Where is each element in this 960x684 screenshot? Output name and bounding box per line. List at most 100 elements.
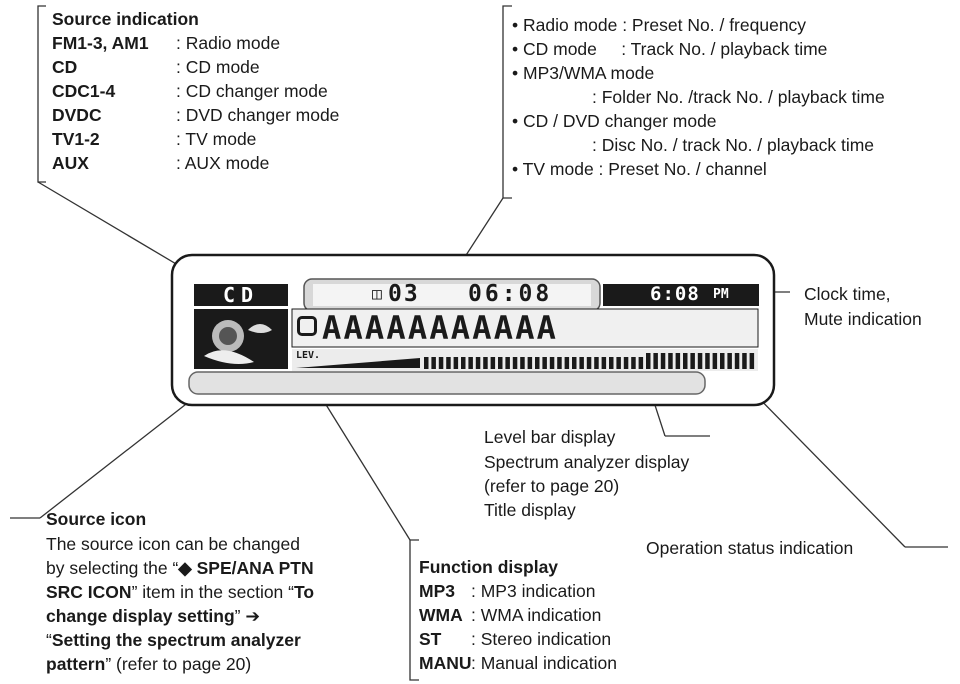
level-bars	[296, 353, 755, 369]
level-bar-segment	[557, 357, 562, 369]
level-bar-segment	[579, 357, 584, 369]
level-bar-segment	[601, 357, 607, 369]
spectrum-analyzer-label: Spectrum analyzer display	[484, 452, 690, 472]
level-bar-segment	[727, 353, 732, 369]
level-bar-segment	[631, 357, 636, 369]
level-ramp	[296, 358, 420, 368]
source-icon-text: change display setting” ➔	[46, 606, 261, 626]
source-icon-title: Source icon	[46, 509, 147, 529]
level-bar-segment	[505, 357, 510, 369]
lcd-clock-box	[603, 284, 759, 306]
level-bar-segment	[609, 357, 614, 369]
source-indication-block: Source indication FM1-3, AM1 : Radio mode…	[52, 8, 382, 178]
mute-indication-label: Mute indication	[804, 309, 922, 329]
level-bar-segment	[475, 357, 481, 369]
item-value: : DVD changer mode	[176, 105, 340, 125]
lcd-level-label: LEV.	[296, 350, 321, 361]
level-bar-segment	[468, 357, 473, 369]
lcd-ampm: PM	[713, 287, 729, 302]
level-bar-segment	[675, 353, 681, 369]
level-bar-segment	[594, 357, 599, 369]
level-bar-segment	[424, 357, 429, 369]
playback-info-line: • CD mode : Track No. / playback time	[512, 39, 828, 59]
item-key: WMA	[419, 605, 463, 625]
level-bar-segment	[668, 353, 673, 369]
level-bar-segment	[527, 357, 533, 369]
lcd-clock-time: 6:08	[650, 283, 700, 305]
playback-info-line: • TV mode : Preset No. / channel	[512, 159, 767, 179]
lcd-track-number: 03	[388, 281, 420, 307]
level-bar-label: Level bar display	[484, 427, 616, 447]
level-bar-segment	[638, 357, 644, 369]
source-icon-text: “Setting the spectrum analyzer	[46, 630, 301, 650]
source-icon-text: pattern” (refer to page 20)	[46, 654, 252, 674]
operation-status-label: Operation status indication	[646, 538, 854, 558]
lcd-track-glyph: ◫	[372, 284, 382, 303]
level-bar-segment	[438, 357, 444, 369]
source-icon-text: by selecting the “◆ SPE/ANA PTN	[46, 558, 314, 578]
title-display-label: Title display	[484, 500, 576, 520]
level-bar-segment	[564, 357, 570, 369]
level-bar-segment	[453, 357, 459, 369]
source-icon-text: SRC ICON” item in the section “To	[46, 582, 315, 602]
source-icon-text: The source icon can be changed	[46, 534, 300, 554]
item-value: : TV mode	[176, 129, 257, 149]
level-bar-segment	[734, 353, 740, 369]
playback-info-line: • CD / DVD changer mode	[512, 111, 717, 131]
item-key: MANU	[419, 653, 472, 673]
item-value: : AUX mode	[176, 153, 270, 173]
level-bar-segment	[660, 353, 666, 369]
clock-time-label: Clock time,	[804, 284, 891, 304]
level-bar-segment	[749, 353, 755, 369]
item-value: : CD changer mode	[176, 81, 328, 101]
level-bar-segment	[446, 357, 451, 369]
item-key: CD	[52, 57, 78, 77]
level-bar-segment	[498, 357, 503, 369]
item-key: FM1-3, AM1	[52, 33, 149, 53]
item-key: ST	[419, 629, 442, 649]
source-indication-title: Source indication	[52, 9, 199, 29]
level-bar-segment	[461, 357, 466, 369]
level-bar-segment	[520, 357, 525, 369]
function-display-title: Function display	[419, 557, 559, 577]
level-bar-segment	[542, 357, 547, 369]
source-icon-block: Source icon The source icon can be chang…	[46, 508, 406, 684]
item-value: : Manual indication	[471, 653, 617, 673]
level-bar-segment	[683, 353, 688, 369]
level-bar-segment	[586, 357, 592, 369]
level-bar-segment	[549, 357, 555, 369]
lcd-playback-time: 06:08	[468, 281, 553, 307]
item-key: DVDC	[52, 105, 102, 125]
level-bar-segment	[483, 357, 488, 369]
level-bar-segment	[512, 357, 518, 369]
spectrum-page-ref: (refer to page 20)	[484, 476, 620, 496]
playback-info-line: : Disc No. / track No. / playback time	[592, 135, 875, 155]
lcd-title-box	[291, 308, 759, 348]
function-display-bracket	[409, 539, 419, 681]
item-value: : Radio mode	[176, 33, 281, 53]
level-bar-segment	[490, 357, 496, 369]
level-bar-segment	[742, 353, 747, 369]
item-key: MP3	[419, 581, 455, 601]
item-key: CDC1-4	[52, 81, 116, 101]
level-bar-segment	[535, 357, 540, 369]
item-value: : Stereo indication	[471, 629, 612, 649]
level-bar-segment	[431, 357, 436, 369]
item-key: AUX	[52, 153, 89, 173]
level-bar-segment	[705, 353, 710, 369]
lcd-function-bar	[188, 371, 706, 395]
playback-info-line: • MP3/WMA mode	[512, 63, 655, 83]
level-bar-segment	[653, 353, 658, 369]
item-key: TV1-2	[52, 129, 100, 149]
function-display-leader	[319, 394, 411, 541]
playback-info-line: : Folder No. /track No. / playback time	[592, 87, 885, 107]
item-value: : CD mode	[176, 57, 260, 77]
level-bar-segment	[646, 353, 651, 369]
lcd-source-text: CD	[222, 283, 260, 307]
level-bar-segment	[616, 357, 621, 369]
level-bar-segment	[720, 353, 725, 369]
playback-info-block: • Radio mode : Preset No. / frequency • …	[512, 14, 957, 194]
item-value: : MP3 indication	[471, 581, 596, 601]
